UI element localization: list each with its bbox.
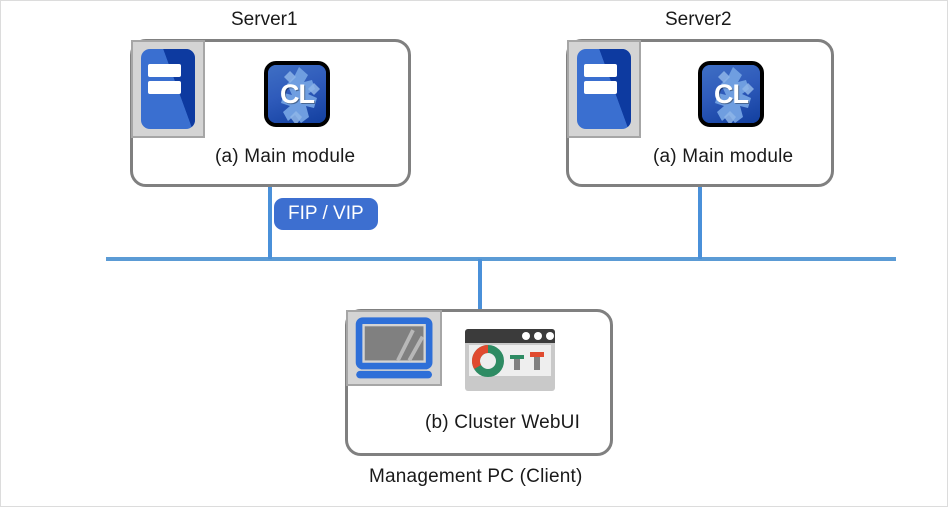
connector-server2-to-bus: [698, 187, 702, 259]
server1-module-label: (a) Main module: [215, 146, 356, 167]
server-rack-icon: [567, 40, 641, 138]
server1-title: Server1: [231, 9, 298, 30]
management-pc-module-label: (b) Cluster WebUI: [425, 412, 581, 433]
desktop-monitor-icon: [346, 310, 442, 386]
cl-icon-label: CL: [280, 78, 315, 109]
cl-cluster-icon: CL: [698, 61, 764, 127]
cl-icon-label: CL: [714, 78, 749, 109]
server-rack-icon: [131, 40, 205, 138]
server2-title: Server2: [665, 9, 732, 30]
management-pc-title: Management PC (Client): [369, 466, 583, 487]
server2-module-label: (a) Main module: [653, 146, 794, 167]
cl-cluster-icon: CL: [264, 61, 330, 127]
connector-server1-to-bus: [268, 187, 272, 259]
fip-vip-badge: FIP / VIP: [274, 198, 378, 230]
connector-bus-to-management-pc: [478, 259, 482, 311]
network-bus-line: [106, 257, 896, 261]
webui-dashboard-icon: [464, 328, 556, 392]
